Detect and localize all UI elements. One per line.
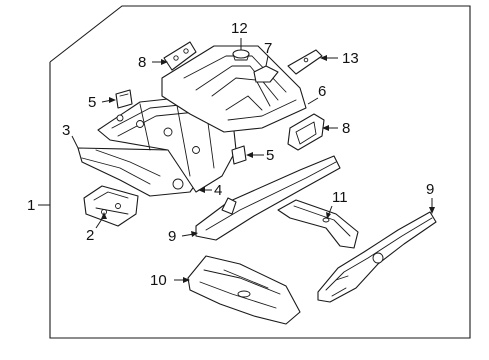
part-bracket-8-upper (163, 41, 197, 71)
part-side-rail-right (317, 211, 437, 303)
part-clip-upper (115, 89, 133, 109)
part-rear-crossmember (77, 147, 201, 197)
part-cross-brace (277, 199, 359, 249)
part-side-rail-left (195, 155, 341, 241)
callout-5-lower: 5 (266, 147, 274, 164)
assembly-frame (49, 5, 471, 339)
callout-4: 4 (214, 182, 222, 199)
callout-1: 1 (27, 197, 35, 214)
callout-11: 11 (332, 189, 348, 206)
callout-12: 12 (231, 20, 248, 37)
callout-5-upper: 5 (88, 94, 96, 111)
callout-10: 10 (150, 272, 167, 289)
part-pad-7 (253, 65, 279, 83)
callout-6: 6 (318, 83, 326, 100)
callout-13: 13 (342, 50, 359, 67)
callout-9-left: 9 (168, 228, 176, 245)
callout-3: 3 (62, 122, 70, 139)
callout-7: 7 (264, 40, 272, 57)
part-strip-13 (287, 49, 323, 75)
callout-8-upper: 8 (138, 54, 146, 71)
leader-lines (71, 38, 435, 283)
callout-9-right: 9 (426, 181, 434, 198)
callout-8-right: 8 (342, 120, 350, 137)
part-floor-extension (187, 255, 301, 325)
callout-2: 2 (86, 227, 94, 244)
part-gusset-8-right (287, 113, 325, 151)
part-clip-lower (231, 145, 247, 165)
part-bracket-2 (83, 185, 139, 227)
